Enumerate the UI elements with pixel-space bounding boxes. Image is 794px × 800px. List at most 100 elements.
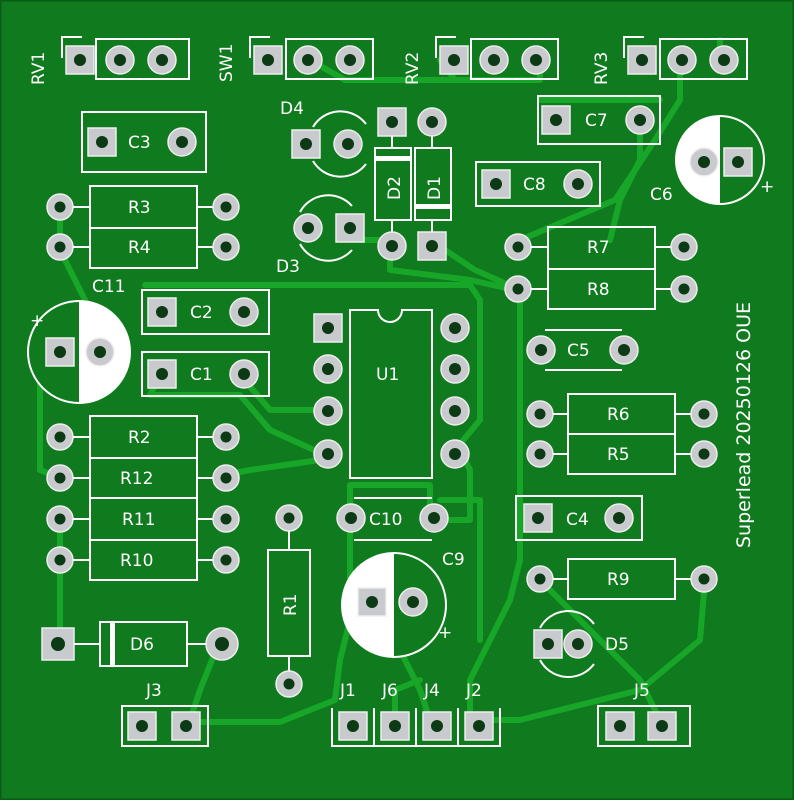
sw1-hole-2 (302, 54, 314, 66)
r12-footprint: R12 (46, 457, 240, 499)
d1-hole-2 (426, 116, 438, 128)
u1-hole-6 (449, 405, 461, 417)
rv2-hole-3 (530, 54, 542, 66)
r8-footprint: R8 (504, 268, 698, 310)
d3-hole-2 (302, 222, 314, 234)
u1-hole-3 (322, 405, 334, 417)
c5-hole-2 (618, 344, 630, 356)
r6-hole-2 (698, 408, 710, 420)
c5-hole-1 (535, 344, 547, 356)
c8-hole-2 (572, 178, 584, 190)
r1-hole-1 (283, 512, 295, 524)
c8-outline (475, 161, 601, 207)
d5-label: D5 (605, 635, 629, 655)
r1-footprint: R1 (267, 504, 311, 698)
sw1-hole-1 (262, 54, 274, 66)
d2-label: D2 (385, 176, 405, 200)
c10-label: C10 (369, 510, 403, 530)
r3-label: R3 (128, 198, 151, 218)
u1-hole-7 (449, 363, 461, 375)
c11-footprint: C11 + (27, 277, 131, 404)
d4-footprint: D4 (280, 99, 367, 178)
j3-label: J3 (145, 681, 162, 701)
c10-hole-1 (345, 512, 357, 524)
r2-label: R2 (128, 428, 151, 448)
c2-outline (141, 289, 270, 335)
r8-hole-2 (678, 283, 690, 295)
c7-hole-2 (634, 114, 646, 126)
c2-hole-2 (238, 306, 250, 318)
j4-hole (431, 720, 443, 732)
u1-footprint: U1 (313, 309, 470, 479)
c10-footprint: C10 (336, 497, 449, 541)
r12-hole-2 (220, 472, 232, 484)
c11-plus-mark: + (30, 311, 44, 331)
c2-hole-1 (156, 306, 168, 318)
d4-hole-1 (300, 138, 312, 150)
d2-cathode-band (375, 156, 411, 161)
r4-hole-2 (220, 241, 232, 253)
d3-outline (299, 194, 353, 262)
c2-footprint: C2 (141, 289, 270, 335)
c8-label: C8 (523, 175, 546, 195)
rv3-hole-1 (636, 54, 648, 66)
u1-hole-8 (449, 322, 461, 334)
r11-hole-2 (220, 513, 232, 525)
r7-label: R7 (587, 238, 610, 258)
u1-hole-2 (322, 363, 334, 375)
j4-label: J4 (423, 681, 440, 701)
rv1-hole-1 (74, 54, 86, 66)
rv2-pin1-bracket (435, 36, 456, 58)
rv3-hole-3 (718, 54, 730, 66)
c3-hole-1 (96, 136, 108, 148)
j5-hole-2 (656, 720, 668, 732)
d1-pad-1 (417, 231, 447, 261)
c1-hole-2 (238, 368, 250, 380)
r3-hole-2 (220, 201, 232, 213)
c3-outline (81, 111, 207, 173)
j3-outline (121, 705, 209, 747)
r2-hole-2 (220, 431, 232, 443)
d5-hole-1 (542, 638, 554, 650)
c6-hole-1 (732, 156, 744, 168)
rv3-pin1-bracket (623, 36, 644, 58)
r5-hole-2 (698, 448, 710, 460)
c4-outline (515, 495, 643, 541)
j3-footprint: J3 (121, 681, 209, 747)
c4-label: C4 (566, 510, 589, 530)
j5-hole-1 (614, 720, 626, 732)
d2-hole-1 (386, 116, 398, 128)
rv2-hole-2 (488, 54, 500, 66)
r10-footprint: R10 (46, 539, 240, 581)
sw1-footprint: SW1 (217, 36, 374, 82)
r6-footprint: R6 (526, 393, 718, 435)
rv3-footprint: RV3 (592, 36, 748, 85)
d2-footprint: D2 (374, 107, 412, 261)
r9-hole-1 (534, 573, 546, 585)
r7-hole-1 (512, 241, 524, 253)
rv2-hole-1 (448, 54, 460, 66)
jack-strip-footprint: J1 J6 J4 J2 (331, 681, 501, 747)
d3-footprint: D3 (276, 194, 365, 277)
r12-label: R12 (120, 469, 153, 489)
d4-outline (312, 110, 367, 178)
c2-label: C2 (190, 303, 213, 323)
d5-outline (539, 610, 595, 678)
rv1-hole-2 (114, 54, 126, 66)
r12-hole-1 (54, 472, 66, 484)
d5-hole-2 (572, 638, 584, 650)
r5-label: R5 (607, 445, 630, 465)
r9-hole-2 (698, 573, 710, 585)
r6-label: R6 (607, 405, 630, 425)
c1-label: C1 (190, 365, 213, 385)
r4-label: R4 (128, 238, 151, 258)
c3-footprint: C3 (81, 111, 207, 173)
c10-hole-2 (428, 512, 440, 524)
c6-footprint: + C6 (650, 115, 774, 205)
d1-cathode-band (415, 204, 451, 209)
j6-label: J6 (381, 681, 398, 701)
c1-hole-1 (156, 368, 168, 380)
u1-outline (349, 309, 433, 479)
sw1-label: SW1 (217, 44, 237, 82)
